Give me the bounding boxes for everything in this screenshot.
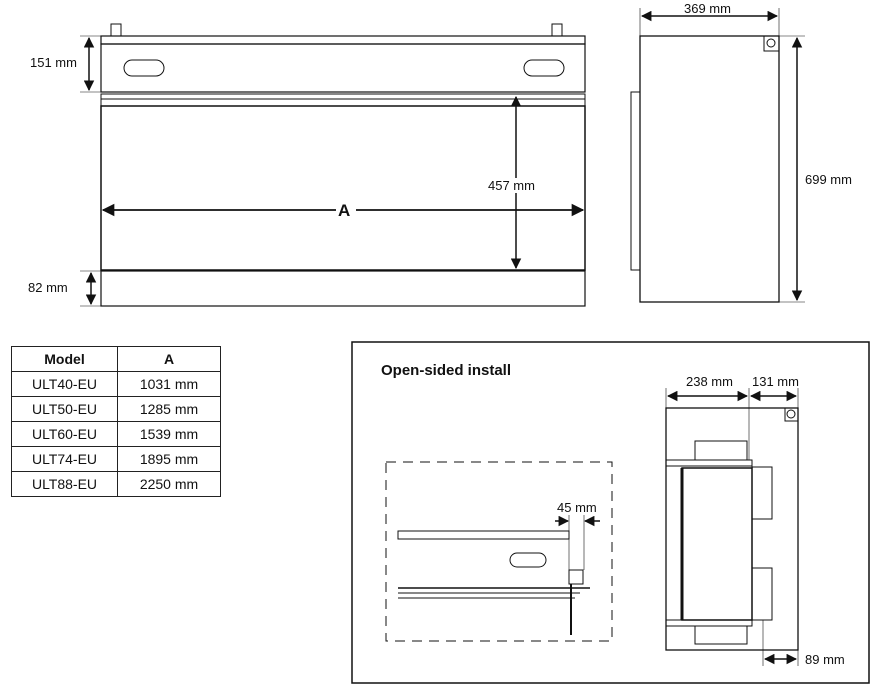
open-sided-title: Open-sided install bbox=[381, 362, 512, 379]
dim-151-label: 151 mm bbox=[30, 55, 77, 70]
cell-a: 1285 mm bbox=[117, 396, 221, 422]
dim-369-label: 369 mm bbox=[684, 1, 731, 16]
dim-89-label: 89 mm bbox=[805, 652, 845, 667]
cell-model: ULT74-EU bbox=[11, 446, 118, 472]
dim-238-label: 238 mm bbox=[686, 374, 733, 389]
dim-131-label: 131 mm bbox=[752, 374, 799, 389]
cell-model: ULT88-EU bbox=[11, 471, 118, 497]
cell-model: ULT50-EU bbox=[11, 396, 118, 422]
dim-82-label: 82 mm bbox=[28, 280, 68, 295]
dim-457-label: 457 mm bbox=[488, 178, 535, 193]
header-a: A bbox=[117, 346, 221, 372]
open-sided-panel bbox=[351, 341, 870, 684]
cell-model: ULT40-EU bbox=[11, 371, 118, 397]
header-model: Model bbox=[11, 346, 118, 372]
dim-45-label: 45 mm bbox=[557, 500, 597, 515]
cell-a: 2250 mm bbox=[117, 471, 221, 497]
dim-699-label: 699 mm bbox=[805, 172, 852, 187]
cell-a: 1539 mm bbox=[117, 421, 221, 447]
front-view bbox=[80, 23, 586, 307]
cell-a: 1895 mm bbox=[117, 446, 221, 472]
side-view bbox=[630, 8, 805, 303]
cell-model: ULT60-EU bbox=[11, 421, 118, 447]
cell-a: 1031 mm bbox=[117, 371, 221, 397]
dim-a-label: A bbox=[338, 201, 351, 220]
